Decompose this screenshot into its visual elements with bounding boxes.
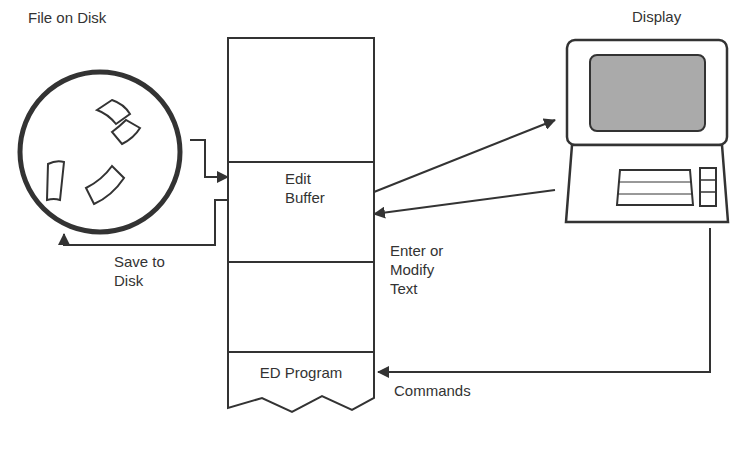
flow-arrow [64, 200, 228, 245]
memory-divider [228, 351, 374, 353]
drive-line [700, 179, 716, 181]
memory-divider [228, 261, 374, 263]
disk-sector [112, 120, 140, 144]
node-label: Display [632, 8, 681, 27]
disk-platter [20, 72, 180, 232]
edge-label: Save to Disk [112, 253, 176, 291]
edge-label: Enter or Modify Text [388, 242, 456, 298]
drive-line [700, 191, 716, 193]
keyboard-row [619, 182, 691, 183]
memory-divider [228, 161, 374, 163]
edge-label: Commands [392, 382, 473, 401]
disk-sector [47, 161, 64, 200]
disk-file: File on Disk [15, 5, 190, 234]
program-region: ED Program [228, 352, 378, 396]
edit-buffer-region: Edit Buffer [228, 162, 374, 262]
flow-arrow [374, 190, 555, 214]
keyboard-row [618, 194, 692, 195]
disk-sector [86, 166, 124, 204]
node-label: ED Program [228, 364, 374, 383]
node-label: File on Disk [28, 9, 106, 28]
monitor-screen [590, 55, 705, 131]
memory-column [228, 38, 374, 412]
flow-arrow [378, 228, 710, 372]
flow-arrow [190, 140, 228, 177]
display-terminal: Display [555, 5, 735, 228]
node-label: Edit Buffer [285, 170, 339, 208]
keyboard [617, 170, 693, 205]
monitor-case [567, 40, 727, 145]
drive-slot [700, 168, 716, 206]
flow-arrow [374, 120, 555, 192]
terminal-base [566, 145, 728, 222]
